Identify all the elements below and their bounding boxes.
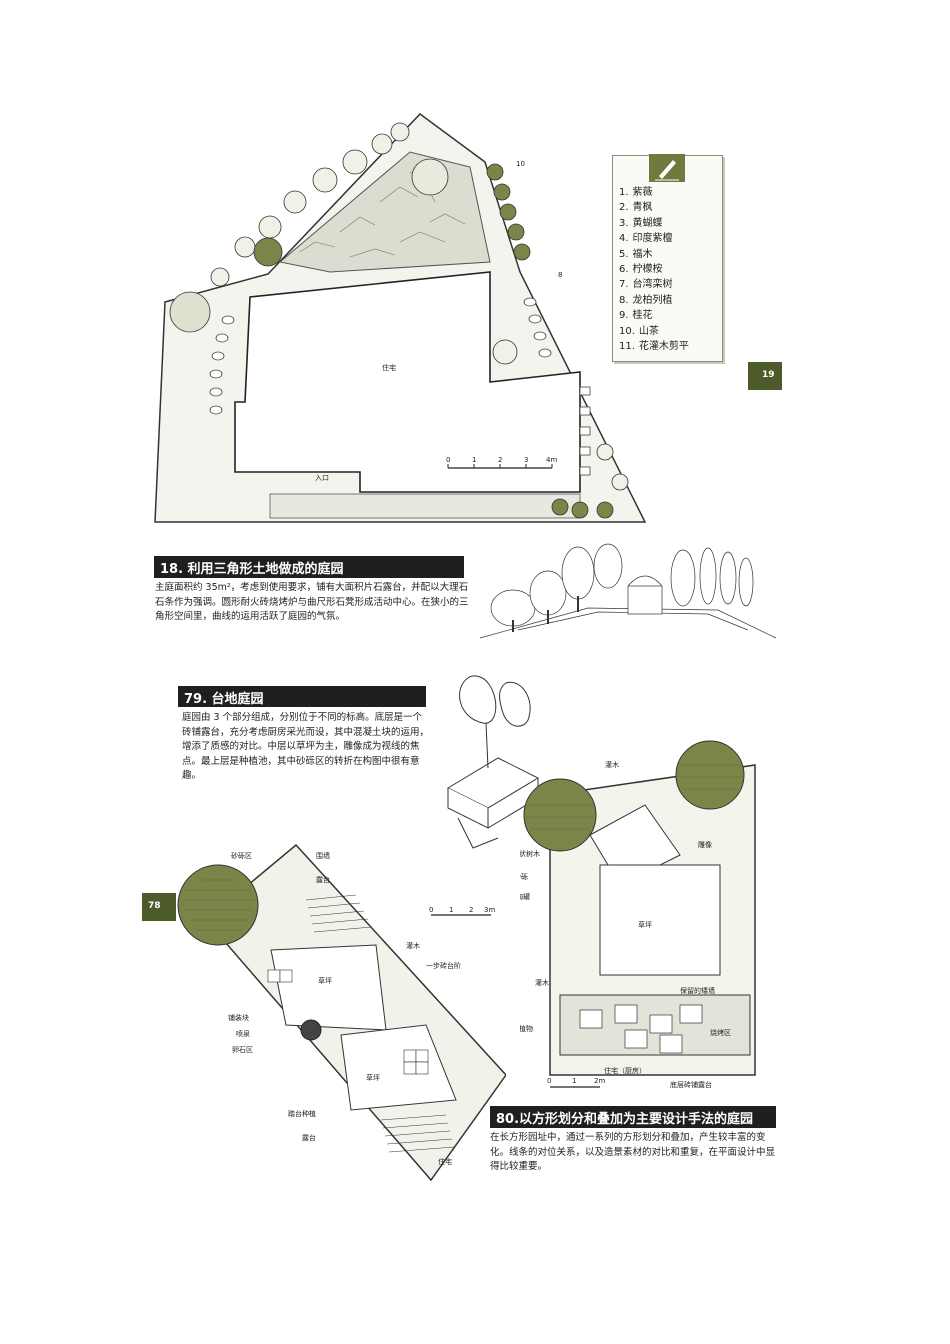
planting-label: 踏台种植 — [288, 1109, 316, 1118]
lawn-area-2 — [340, 1024, 457, 1111]
scale-bar-80: 0 1 2m — [547, 1077, 605, 1088]
garden-plan-80: 草坪 灌木 雕像 现状树木 砂砾 陶罐 灌木 保留的矮墙 攀援植物 烧烤区 住宅… — [520, 740, 756, 1089]
lawn-label: 草坪 — [318, 976, 332, 985]
paving-grid — [267, 969, 429, 1075]
pen-icon — [649, 154, 685, 182]
scale-bar-79: 0 1 2 3m — [429, 906, 495, 916]
page-number: 19 — [762, 370, 775, 380]
section-80-body: 在长方形园址中，通过一系列的方形划分和叠加，产生较丰富的变化。线条的对位关系，以… — [490, 1132, 776, 1172]
fence-label: 围墙 — [316, 851, 330, 860]
lawn-area-1 — [270, 944, 387, 1031]
scale-tick: 0 — [446, 456, 450, 464]
paving-label: 铺装块 — [228, 1013, 249, 1022]
scale-tick: 1 — [472, 456, 476, 464]
scale-tick: 0 — [547, 1077, 551, 1085]
legend-item: 5.福木 — [619, 248, 653, 260]
legend-item: 6.柠檬桉 — [619, 264, 663, 276]
house-label: 住宅 — [382, 363, 396, 372]
step-hatching — [305, 894, 455, 1153]
axonometric-sketch — [446, 675, 540, 849]
house-label: 住宅（厨房） — [604, 1066, 646, 1075]
scale-tick: 0 — [429, 906, 433, 914]
gravel-area-label: 砂砾区 — [231, 851, 252, 860]
stone-area-label: 卵石区 — [232, 1045, 253, 1054]
canopy-hatch — [184, 879, 254, 931]
kept-wall-label: 保留的矮墙 — [680, 986, 715, 995]
page-number-tab: 78 — [142, 893, 176, 921]
statue-label: 雕像 — [698, 840, 712, 849]
entrance-label: 入口 — [315, 474, 329, 482]
pottery-label: 陶罐 — [520, 892, 530, 901]
legend-item: 11.花灌木剪平 — [619, 341, 689, 353]
scale-tick: 2 — [469, 906, 473, 914]
legend-item: 8.龙柏列植 — [619, 294, 673, 306]
section-18-body: 主庭面积约 35m²，考虑到使用要求，铺有大面积片石露台，并配以大理石石条作为强… — [155, 582, 469, 622]
paving-strip — [579, 386, 591, 476]
lawn-label: 草坪 — [366, 1073, 380, 1082]
section-79-title: 79. 台地庭园 — [178, 686, 426, 707]
scale-tick: 2 — [498, 456, 502, 464]
bottom-paving — [269, 493, 581, 519]
house-label: 住宅 — [438, 1157, 452, 1166]
scale-tick: 1 — [449, 906, 453, 914]
section-79-body: 庭园由 3 个部分组成，分别位于不同的标高。底层是一个砖铺露台，充分考虑厨房采光… — [182, 712, 430, 781]
garden-plan-18: 住宅 入口 0 1 2 3 — [154, 113, 647, 523]
scale-tick: 1 — [572, 1077, 576, 1085]
bbq-area-label: 烧烤区 — [710, 1028, 731, 1037]
scale-tick: 3m — [484, 906, 495, 914]
stepping-stones — [209, 297, 552, 415]
shrub-label: 灌木 — [605, 760, 619, 769]
page-number-tab: 19 — [748, 362, 782, 390]
terrace-label: 露台 — [316, 875, 330, 884]
hedge-trees — [169, 122, 629, 519]
existing-tree-label: 现状树木 — [520, 849, 540, 858]
legend-item: 4.印度紫檀 — [619, 233, 673, 245]
callout-10: 10 — [516, 160, 525, 168]
gravel-label: 砂砾 — [520, 872, 528, 881]
page-number: 78 — [148, 901, 161, 911]
legend-item: 9.桂花 — [619, 310, 653, 322]
scale-tick: 4m — [546, 456, 557, 464]
one-step-label: 一步砖台阶 — [426, 961, 461, 970]
legend-item: 10.山茶 — [619, 325, 659, 337]
callout-8: 8 — [558, 271, 562, 279]
section-80-title: 80.以方形划分和叠加为主要设计手法的庭园 — [490, 1106, 776, 1128]
section-18-title: 18. 利用三角形土地做成的庭园 — [154, 556, 464, 578]
shrub-label: 灌木 — [535, 978, 549, 987]
terrace-bottom-label: 露台 — [302, 1133, 316, 1142]
shrub-label: 灌木 — [406, 941, 420, 950]
tree-canopy — [675, 740, 745, 810]
climbing-plant-label: 攀援植物 — [520, 1024, 533, 1033]
garden-plan-79: 草坪 草坪 砂砾区 围墙 露台 灌木 一步砖台阶 铺装块 喷泉 卵石区 踏台种植… — [177, 843, 506, 1182]
legend-item: 2.青枫 — [619, 202, 653, 214]
scale-tick: 2m — [594, 1077, 605, 1085]
tree-canopy — [523, 778, 597, 852]
legend-list: 1.紫薇 2.青枫 3.黄蝴蝶 4.印度紫檀 5.福木 6.柠檬桉 7.台湾栾树… — [619, 185, 693, 354]
legend-item: 3.黄蝴蝶 — [619, 217, 663, 229]
plant-legend: 1.紫薇 2.青枫 3.黄蝴蝶 4.印度紫檀 5.福木 6.柠檬桉 7.台湾栾树… — [612, 154, 723, 362]
lawn-label: 草坪 — [638, 920, 652, 929]
paving-squares — [579, 1004, 703, 1054]
garden-perspective-sketch — [479, 543, 777, 639]
fountain — [300, 1019, 322, 1041]
legend-item: 1.紫薇 — [619, 187, 653, 198]
lawn-area — [599, 864, 721, 976]
bottom-terrace-label: 底层砖铺露台 — [670, 1080, 712, 1089]
scale-bar-18: 0 1 2 3 4m — [446, 456, 557, 469]
house-outline — [234, 271, 581, 493]
tree-canopy — [177, 864, 259, 946]
canopy-hatch — [526, 764, 742, 830]
legend-item: 7.台湾栾树 — [619, 279, 673, 291]
fountain-label: 喷泉 — [236, 1029, 250, 1038]
scale-tick: 3 — [524, 456, 528, 464]
